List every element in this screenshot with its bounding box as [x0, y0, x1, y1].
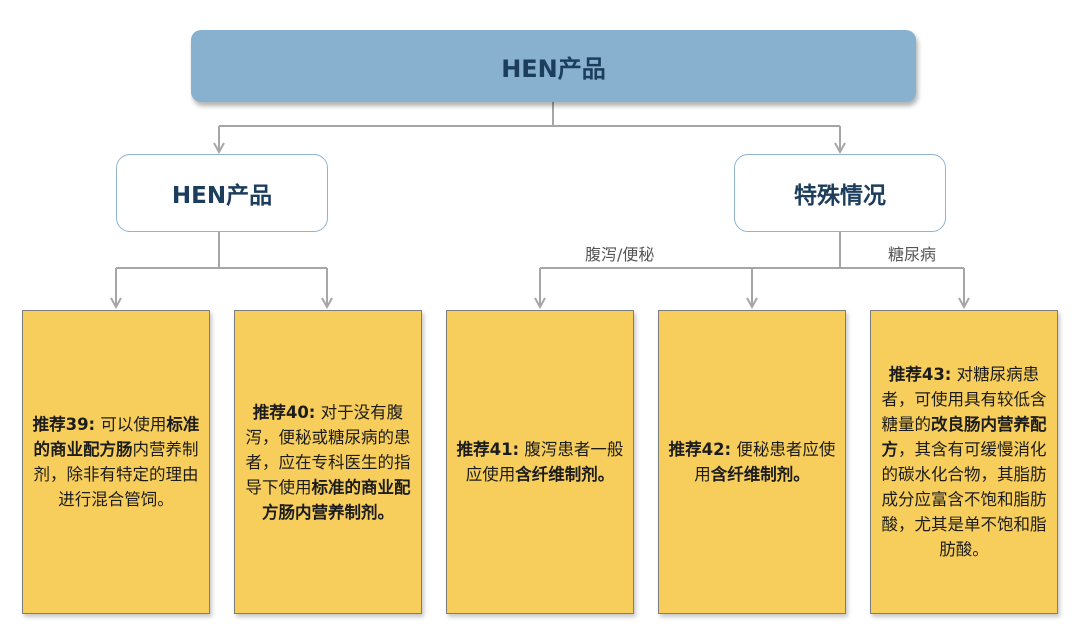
node-special-cases: 特殊情况: [734, 154, 946, 232]
recommendation-43: 推荐43: 对糖尿病患者，可使用具有较低含糖量的改良肠内营养配方，其含有可缓慢消…: [870, 310, 1058, 614]
node-special-cases-title: 特殊情况: [794, 183, 886, 209]
recommendation-41-text: 推荐41: 腹泻患者一般应使用含纤维制剂。: [456, 440, 624, 484]
node-hen-products-title: HEN产品: [171, 183, 273, 209]
recommendation-40-text: 推荐40: 对于没有腹泻，便秘或糖尿病的患者，应在专科医生的指导下使用标准的商业…: [245, 402, 411, 522]
root-title: HEN产品: [501, 54, 606, 83]
recommendation-40-label: 推荐40:: [252, 402, 316, 422]
recommendation-43-label: 推荐43:: [888, 365, 952, 384]
recommendation-42-text: 推荐42: 便秘患者应使用含纤维制剂。: [668, 440, 836, 484]
node-hen-products: HEN产品: [116, 154, 328, 232]
recommendation-42-label: 推荐42:: [668, 440, 732, 459]
recommendation-39-text: 推荐39: 可以使用标准的商业配方肠内营养制剂，除非有特定的理由进行混合管饲。: [32, 415, 200, 509]
recommendation-41: 推荐41: 腹泻患者一般应使用含纤维制剂。: [446, 310, 634, 614]
recommendation-40: 推荐40: 对于没有腹泻，便秘或糖尿病的患者，应在专科医生的指导下使用标准的商业…: [234, 310, 422, 614]
recommendation-39-label: 推荐39:: [32, 415, 96, 434]
branch-label-diarrhea-constipation: 腹泻/便秘: [585, 245, 655, 264]
branch-label-diabetes: 糖尿病: [888, 245, 937, 264]
recommendation-39: 推荐39: 可以使用标准的商业配方肠内营养制剂，除非有特定的理由进行混合管饲。: [22, 310, 210, 614]
recommendation-41-label: 推荐41:: [456, 440, 520, 459]
root-node: HEN产品: [191, 30, 916, 102]
recommendation-43-text: 推荐43: 对糖尿病患者，可使用具有较低含糖量的改良肠内营养配方，其含有可缓慢消…: [881, 365, 1047, 559]
recommendation-42: 推荐42: 便秘患者应使用含纤维制剂。: [658, 310, 846, 614]
